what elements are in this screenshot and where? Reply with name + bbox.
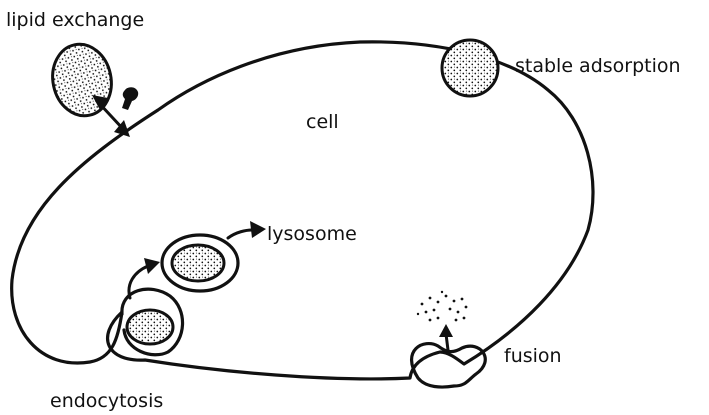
fusion-arrow-head (439, 324, 453, 337)
released-contents (417, 291, 468, 322)
label-endocytosis: endocytosis (50, 390, 163, 412)
label-lipid-exchange: lipid exchange (6, 9, 144, 31)
label-cell: cell (306, 111, 339, 133)
lysosome-arrow-shaft (228, 230, 252, 238)
lipid-exchange-liposome (46, 39, 118, 121)
lipid-exchange-group (46, 39, 138, 137)
label-stable-adsorption: stable adsorption (515, 55, 681, 77)
endocytosed-liposome (127, 310, 173, 344)
lipid-molecule-icon (122, 87, 138, 110)
label-fusion: fusion (504, 345, 562, 367)
endosome-liposome (172, 245, 224, 281)
stable-adsorption-liposome (442, 40, 498, 96)
fusion-group (412, 291, 486, 387)
endocytosis-arrow-head (144, 258, 160, 274)
lysosome-arrow-head (250, 221, 266, 238)
endosome (162, 235, 238, 291)
label-lysosome: lysosome (267, 223, 357, 245)
